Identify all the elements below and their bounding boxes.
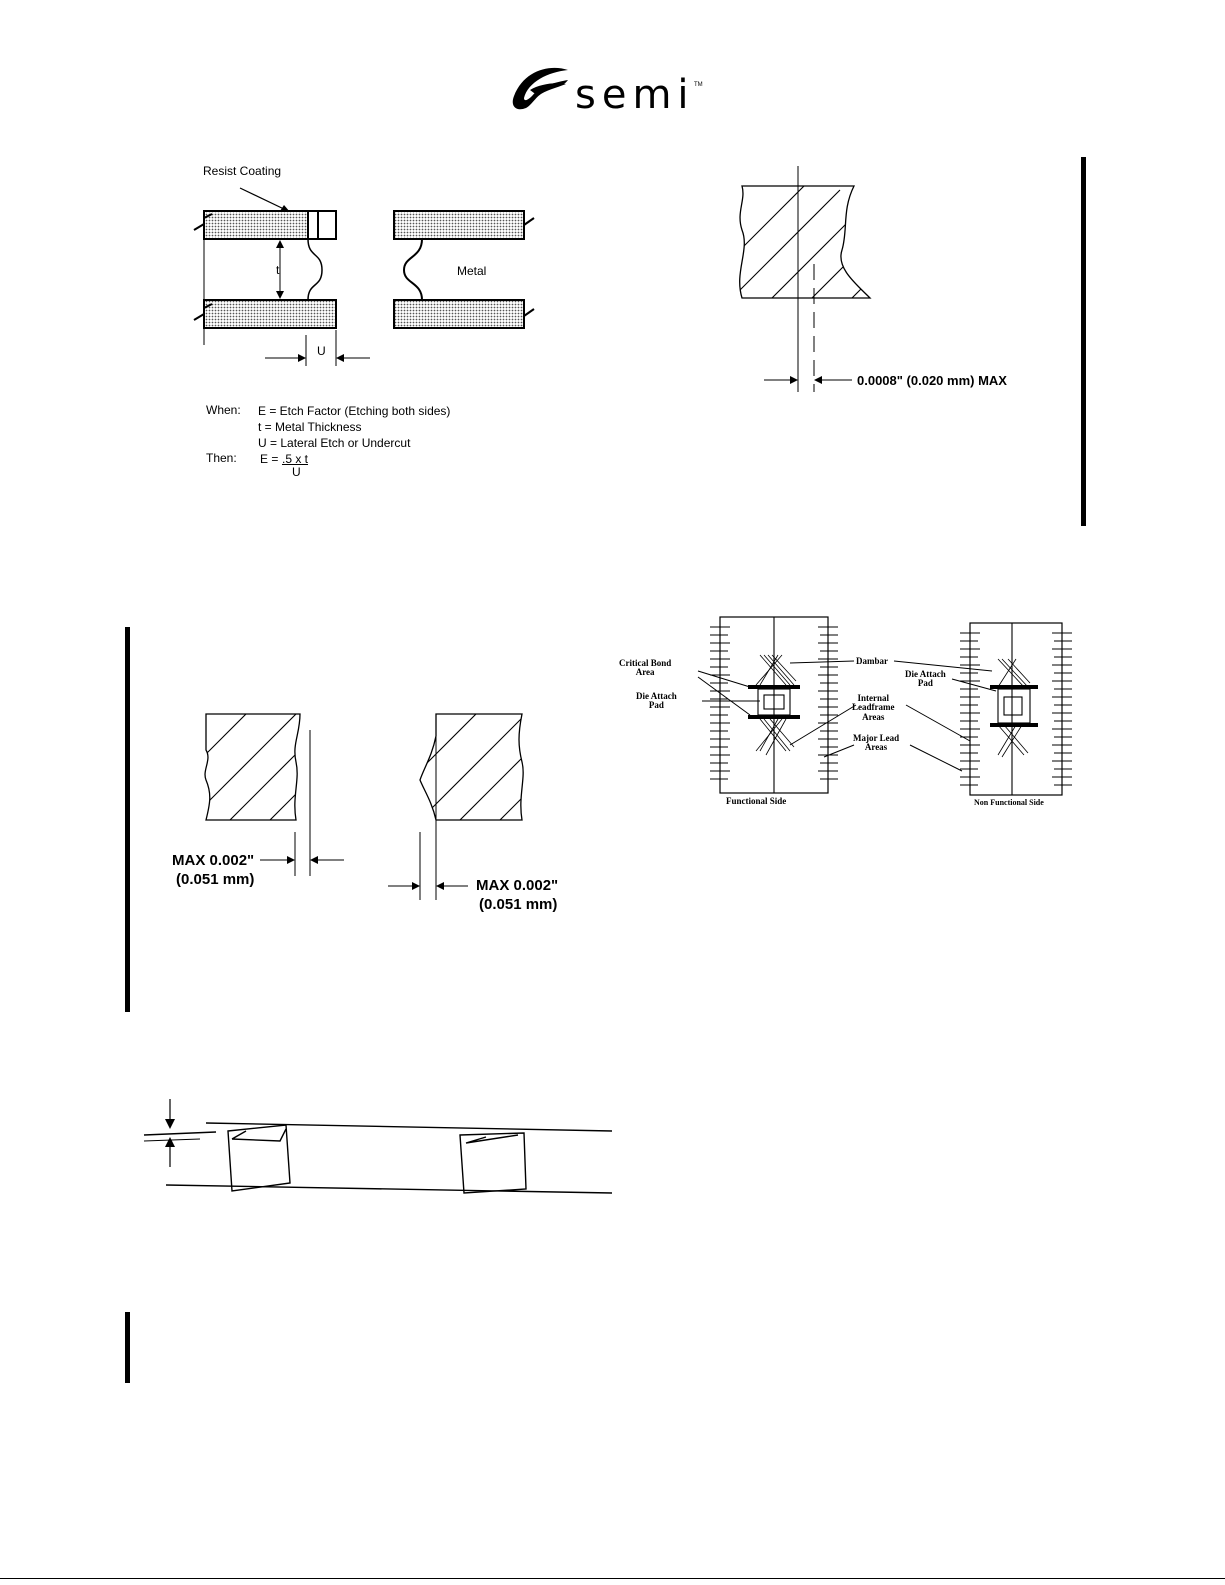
dambar-label: Dambar — [856, 656, 888, 666]
offset-max-label: 0.0008" (0.020 mm) MAX — [857, 373, 1007, 388]
metal-label: Metal — [457, 264, 487, 278]
offset-diagram — [739, 166, 872, 392]
then-label: Then: — [206, 451, 237, 465]
burr-right-max-label: MAX 0.002" — [476, 877, 559, 894]
burr-right-metric-label: (0.051 mm) — [479, 896, 558, 913]
strip-diagram — [143, 1099, 613, 1194]
formula-prefix: E = — [260, 452, 279, 466]
burr-left-metric-label: (0.051 mm) — [176, 871, 255, 888]
die-attach-pad-label: Die Attach Pad — [636, 691, 677, 711]
undercut-label: U — [317, 344, 326, 358]
definition-undercut: U = Lateral Etch or Undercut — [258, 436, 411, 450]
resist-coating-label: Resist Coating — [203, 164, 282, 178]
die-attach-pad-right-label: Die Attach Pad — [905, 669, 946, 689]
non-functional-side-leadframe — [960, 622, 1072, 796]
burr-diagram — [204, 713, 524, 900]
revision-bar — [1081, 157, 1086, 526]
etch-diagram — [193, 187, 535, 366]
burr-left-max-label: MAX 0.002" — [172, 852, 255, 869]
formula-numerator: .5 x t — [282, 452, 309, 466]
leadframe-diagram — [697, 616, 1072, 796]
footer-rule — [0, 1578, 1225, 1579]
thickness-label: t — [276, 263, 280, 277]
formula-denominator: U — [292, 465, 301, 479]
functional-side-leadframe — [710, 616, 838, 794]
internal-leadframe-areas-label: Internal Leadframe Areas — [852, 693, 895, 722]
critical-bond-area-label: Critical Bond Area — [619, 658, 672, 678]
revision-bar — [125, 1312, 130, 1383]
definition-etch-factor: E = Etch Factor (Etching both sides) — [258, 404, 451, 418]
revision-bar — [125, 627, 130, 1012]
logo-wordmark: semi — [575, 72, 695, 118]
semi-swoosh-icon — [512, 67, 568, 110]
non-functional-side-caption: Non Functional Side — [974, 798, 1044, 807]
logo-trademark: TM — [694, 82, 703, 88]
major-lead-areas-label: Major Lead Areas — [853, 733, 900, 753]
functional-side-caption: Functional Side — [726, 796, 787, 806]
when-label: When: — [206, 403, 241, 417]
definition-metal-thickness: t = Metal Thickness — [258, 420, 362, 434]
